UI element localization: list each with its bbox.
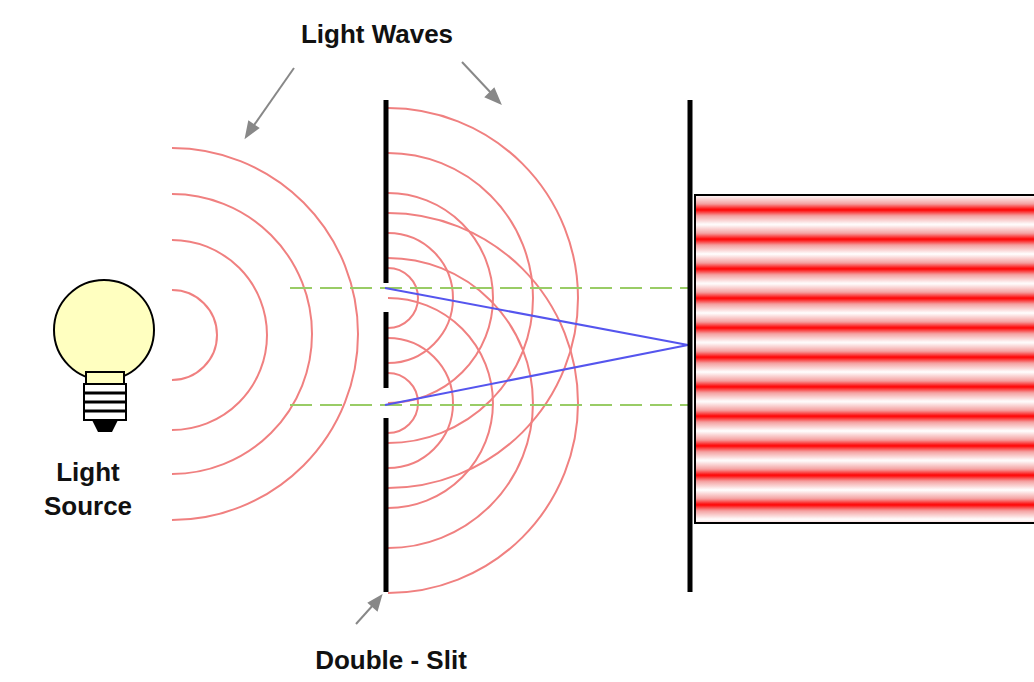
interference-pattern: [695, 195, 1034, 523]
screen: [688, 100, 693, 592]
incoming-waves: [172, 148, 358, 520]
light-bulb: [54, 280, 154, 432]
path-lines: [385, 288, 688, 405]
leader-arrows: [246, 62, 500, 624]
caption-label: Light Waves: [247, 18, 507, 52]
caption-label: Double - Slit: [261, 644, 521, 678]
slit-guide-lines: [290, 288, 688, 405]
double-slit-barrier: [384, 100, 389, 592]
caption-label: Light Source: [28, 456, 148, 524]
diffracted-waves: [388, 108, 578, 593]
